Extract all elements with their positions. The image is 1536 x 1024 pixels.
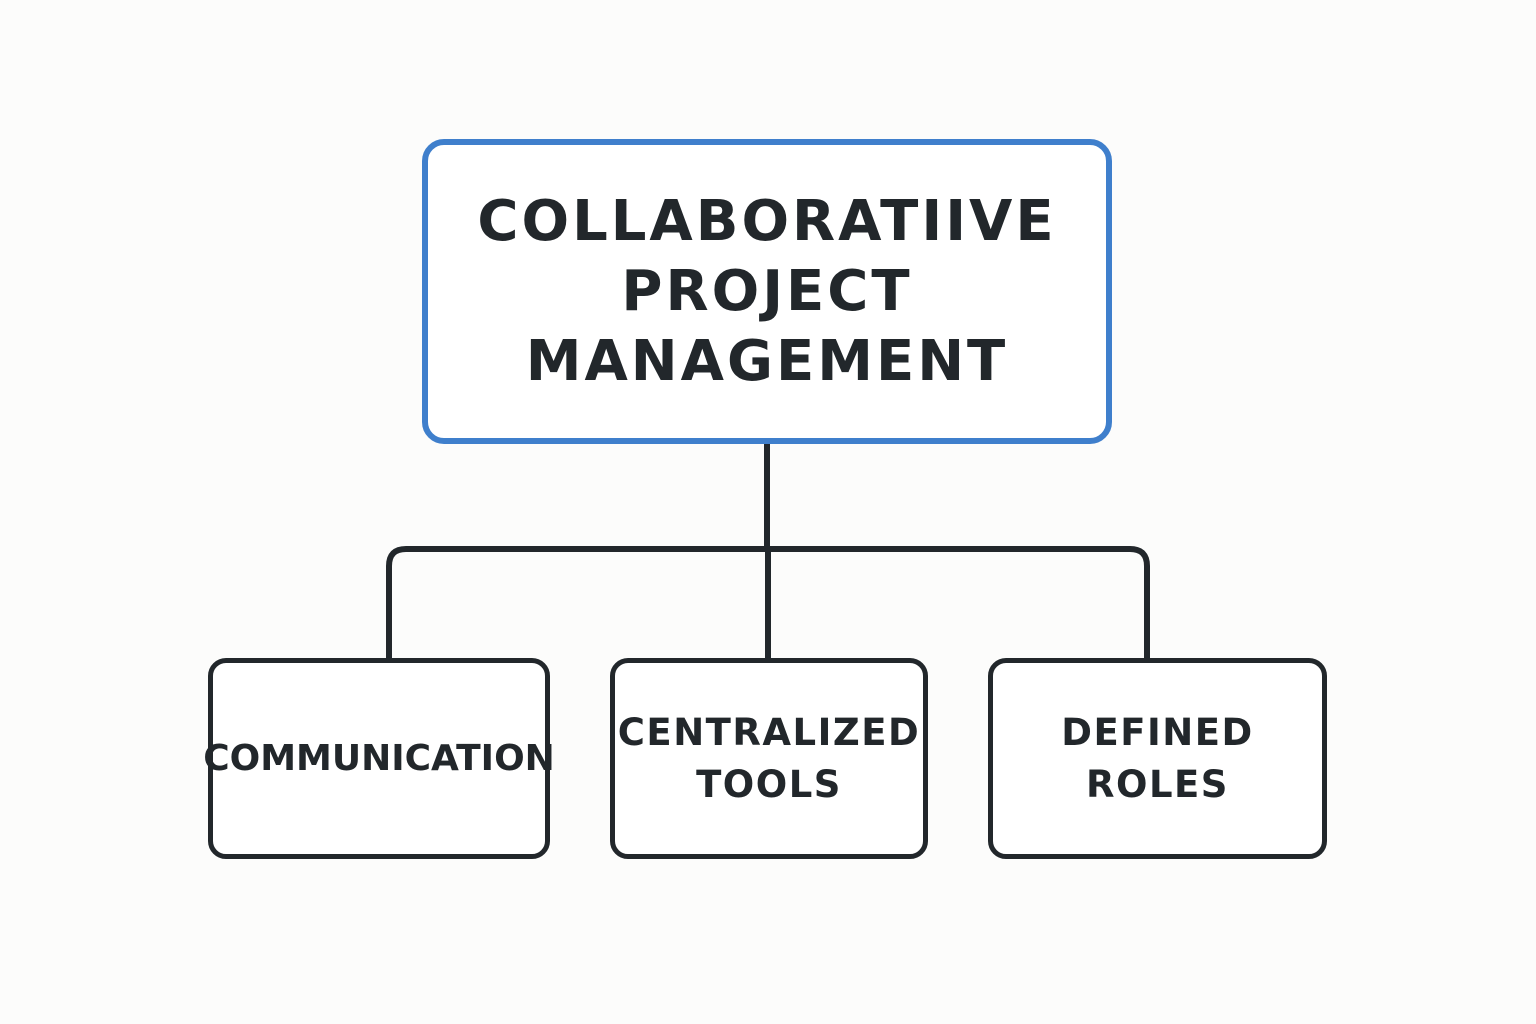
root-line-1: COLLABORATIIVE [477,188,1057,254]
child-node-communication: COMMUNICATION [203,658,555,859]
child-communication-line-1: COMMUNICATION [203,737,555,779]
child-node-defined-roles: DEFINED ROLES [988,658,1327,859]
child-defined-roles-line-2: ROLES [1086,762,1229,806]
root-line-2: PROJECT [621,258,913,324]
child-centralized-tools-line-1: CENTRALIZED [617,710,921,754]
child-node-centralized-tools: CENTRALIZED TOOLS [610,658,928,859]
child-centralized-tools-line-2: TOOLS [696,762,842,806]
root-line-3: MANAGEMENT [525,328,1009,394]
root-node: COLLABORATIIVE PROJECT MANAGEMENT [422,139,1112,444]
child-defined-roles-line-1: DEFINED [1061,710,1254,754]
